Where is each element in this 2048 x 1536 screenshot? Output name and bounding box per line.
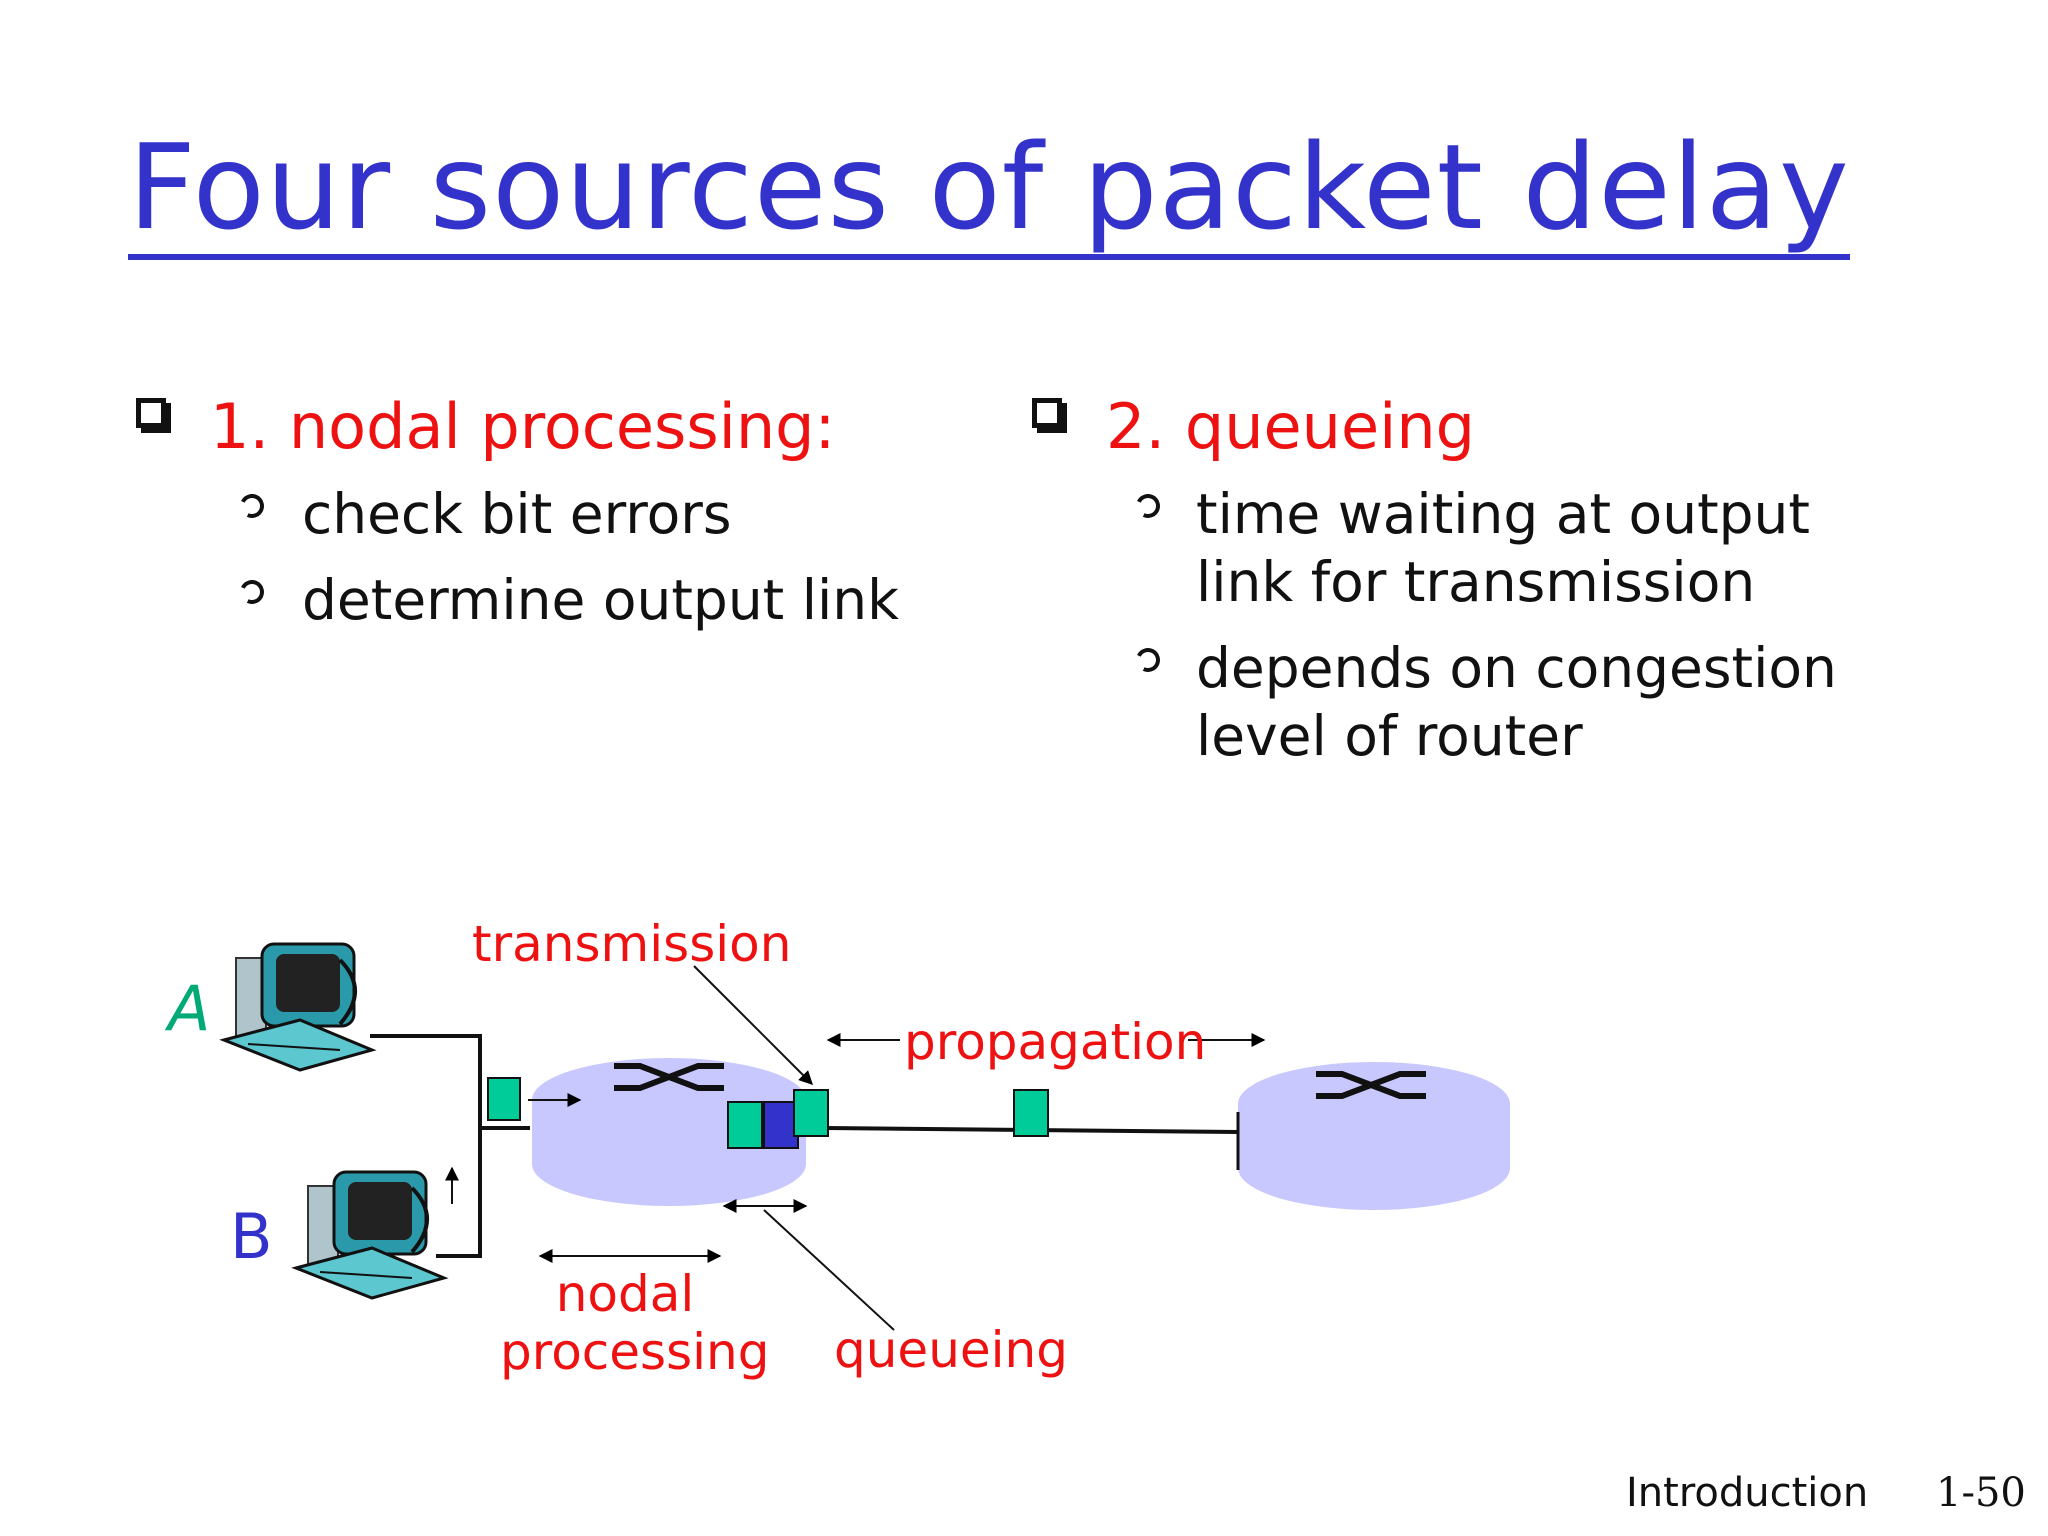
bullet-heading-queueing: 2. queueing: [1106, 390, 1475, 463]
slide-title: Four sources of packet delay: [128, 128, 1850, 260]
queueing-pointer: [763, 1209, 895, 1331]
bullet-item-line: level of router: [1196, 704, 1583, 768]
transmission-label: transmission: [472, 915, 792, 973]
packet-queued: [763, 1101, 799, 1149]
bullet-item: check bit errors: [302, 482, 732, 546]
bullet-item: determine output link: [302, 568, 899, 632]
host-b-label: B: [230, 1200, 273, 1273]
router-2: [1238, 1062, 1510, 1210]
packet: [793, 1089, 829, 1137]
host-a-label: A: [168, 972, 211, 1045]
bullet-item-line: time waiting at output: [1196, 482, 1810, 546]
router-cross-icon: [614, 1063, 724, 1091]
computer-b-icon: [291, 1170, 449, 1300]
footer-section: Introduction: [1626, 1470, 1869, 1516]
link-line: [370, 1034, 482, 1258]
nodal-processing-line: nodal: [555, 1265, 695, 1323]
square-bullet-icon: [136, 398, 166, 428]
square-bullet-icon: [1032, 398, 1062, 428]
transmission-pointer: [693, 965, 813, 1085]
bullet-heading-nodal-processing: 1. nodal processing:: [210, 390, 836, 463]
packet: [1013, 1089, 1049, 1137]
propagation-label: propagation: [904, 1013, 1207, 1071]
queueing-label: queueing: [834, 1321, 1068, 1379]
bullet-item-line: link for transmission: [1196, 550, 1756, 614]
bullet-item-line: depends on congestion: [1196, 636, 1837, 700]
router-cross-icon: [1316, 1071, 1426, 1099]
page-number: 1-50: [1936, 1470, 2026, 1516]
packet: [727, 1101, 763, 1149]
nodal-processing-label: nodal processing: [500, 1265, 770, 1381]
computer-a-icon: [219, 942, 377, 1072]
packet: [487, 1077, 521, 1121]
nodal-processing-line: processing: [500, 1322, 770, 1381]
